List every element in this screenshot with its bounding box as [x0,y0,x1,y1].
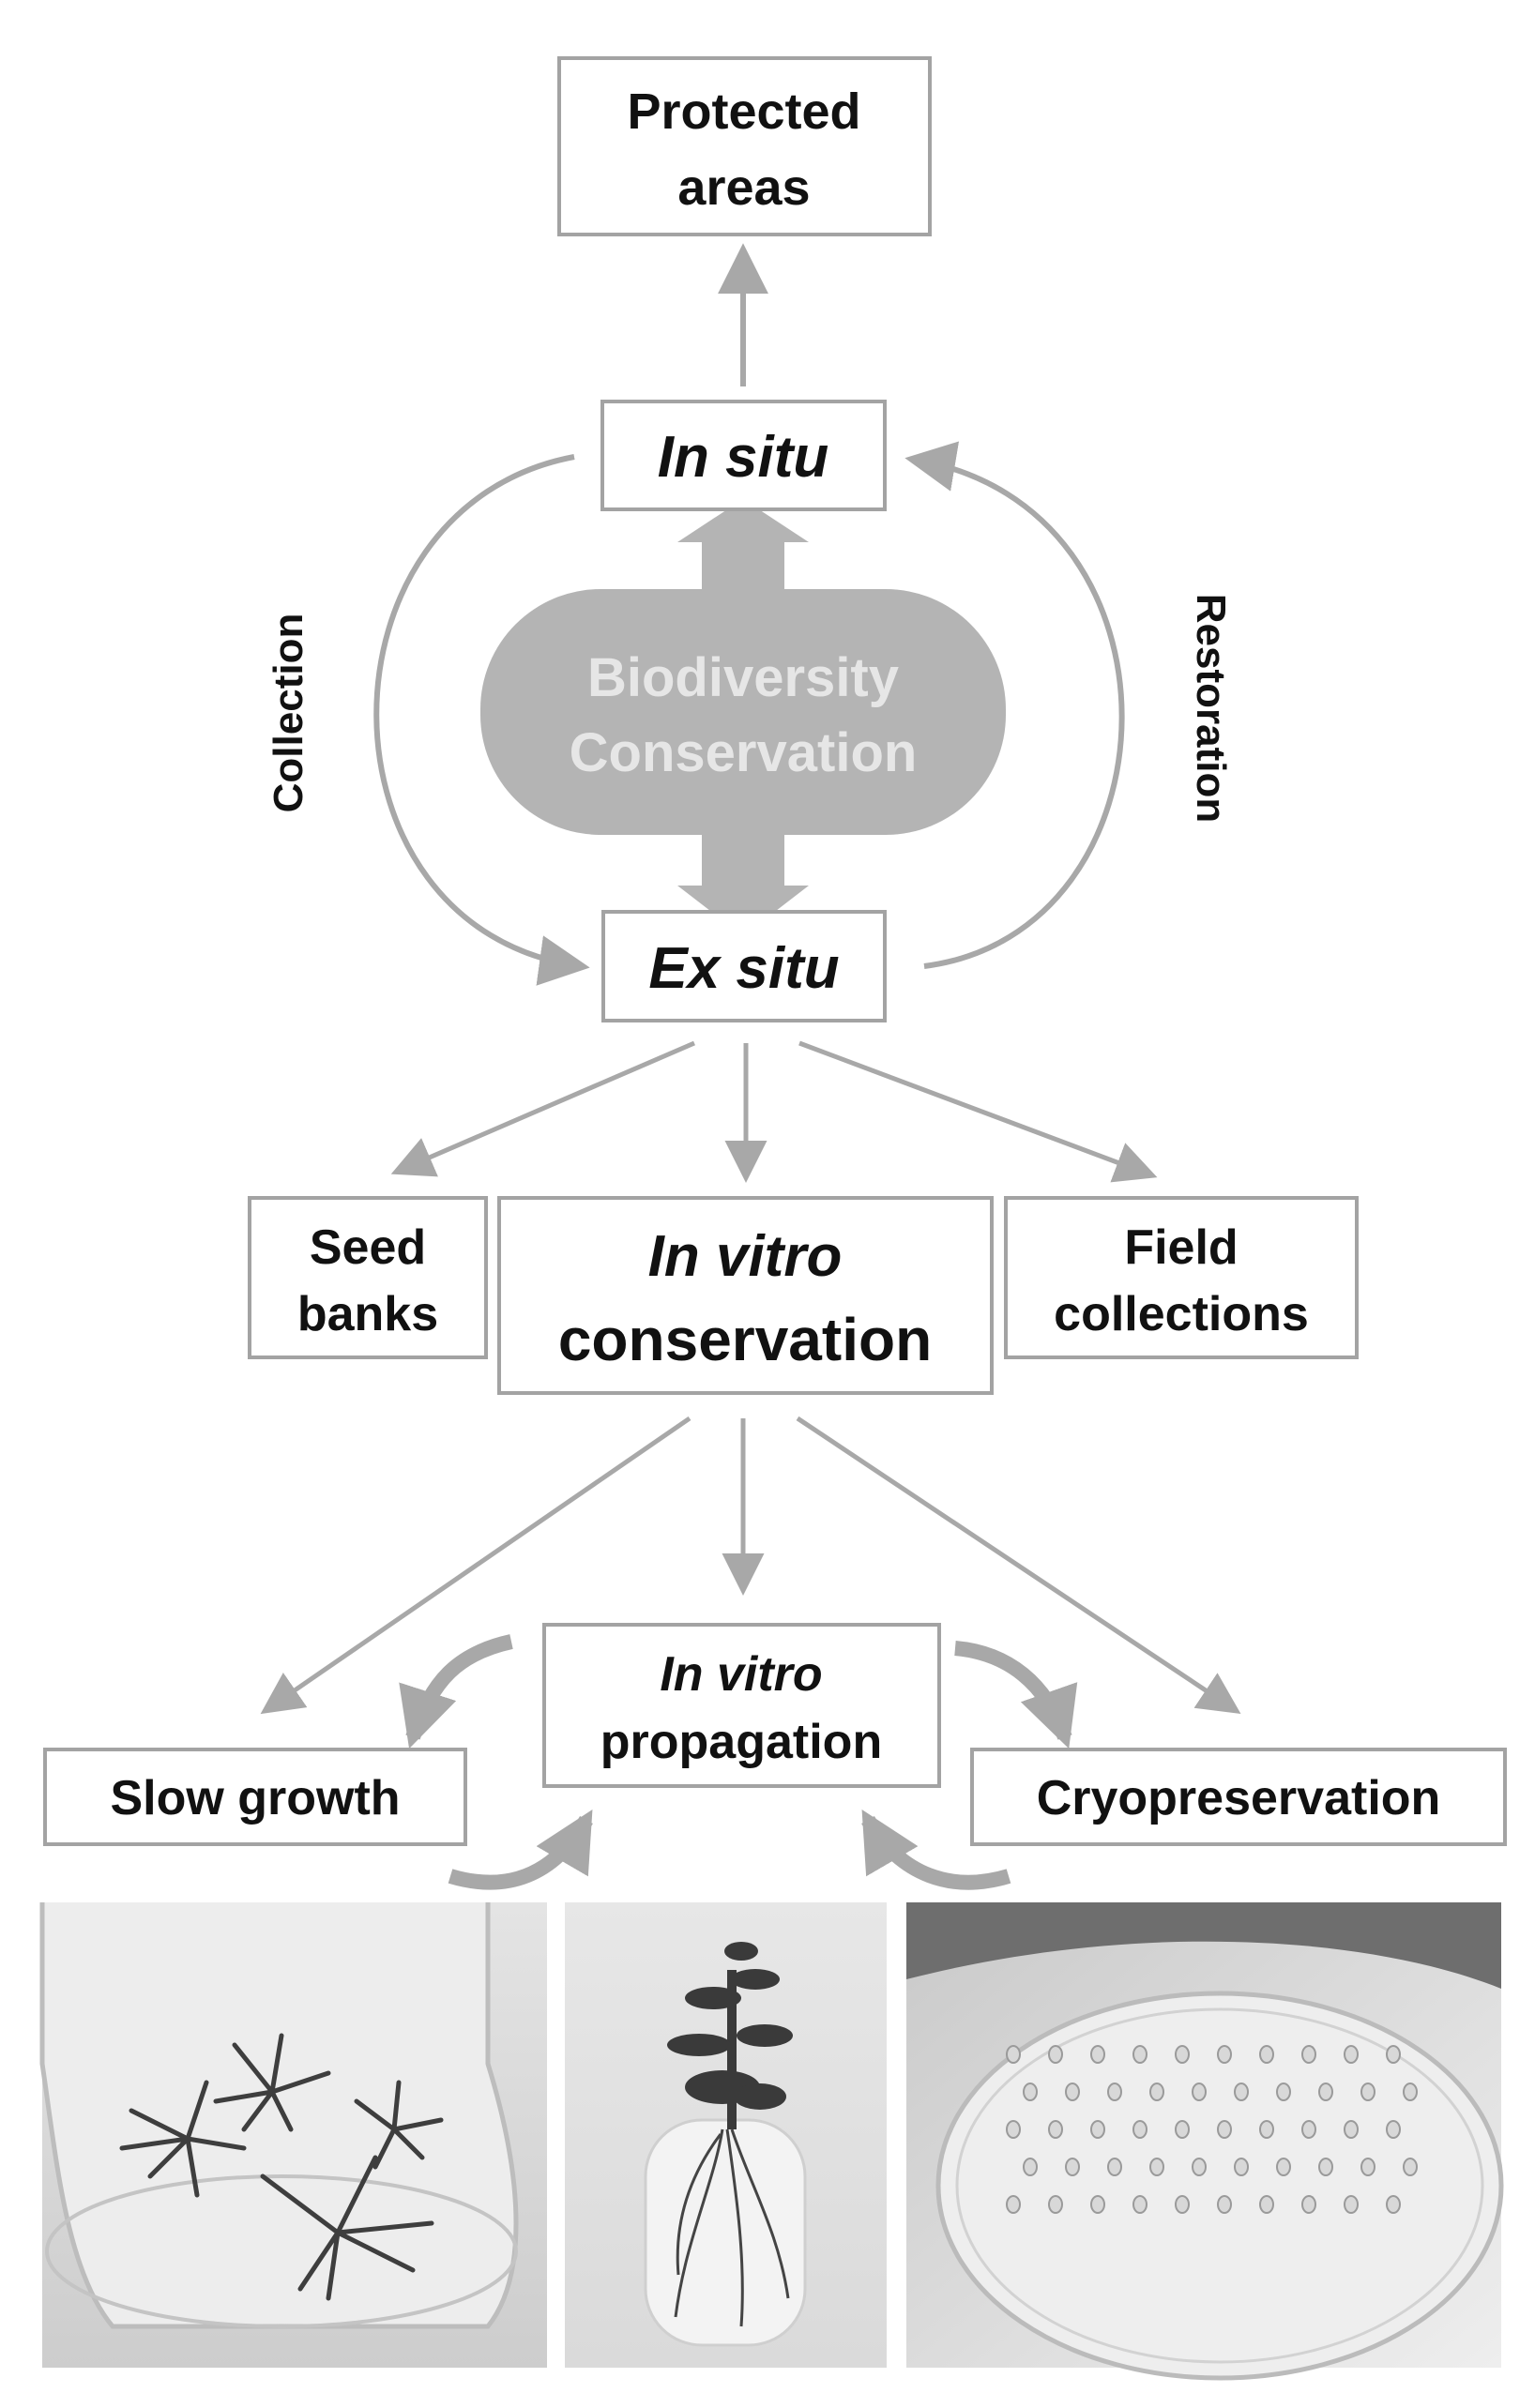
collection-label: Collection [266,613,312,813]
bead [1065,2082,1080,2101]
bead [1360,2082,1375,2101]
biodiversity-line1: Biodiversity [587,647,899,708]
bead [1276,2082,1291,2101]
arrow-cryopreservation-to-propagation [861,1809,1011,1890]
bead [1023,2082,1038,2101]
photo-slow-growth [39,1902,547,2368]
bead [1006,2120,1021,2139]
bead [1344,2120,1359,2139]
ex-situ-label: Ex situ [648,936,839,1001]
bead [1344,2045,1359,2064]
arrow-propagation-to-cryopreservation [954,1641,1078,1749]
block-arrow-up [677,499,809,589]
protected-areas-box: Protected areas [557,56,932,236]
bead [1175,2120,1190,2139]
in-vitro-propagation-line1: In vitro [660,1647,822,1702]
bead [1344,2195,1359,2214]
bead [1259,2120,1274,2139]
cryopreservation-box: Cryopreservation [970,1748,1507,1846]
bead [1107,2158,1122,2176]
seed-banks-line2: banks [297,1287,438,1341]
restoration-label: Restoration [1188,594,1234,823]
bead [1318,2082,1333,2101]
arrow-ex-situ-to-seed-banks [390,1040,695,1177]
bead [1107,2082,1122,2101]
biodiversity-line2: Conservation [570,722,918,783]
arrow-slow-growth-to-propagation [448,1809,593,1890]
bead [1090,2195,1105,2214]
cryopreservation-label: Cryopreservation [1037,1771,1441,1825]
bead [1023,2158,1038,2176]
bead [1006,2045,1021,2064]
bead [1048,2195,1063,2214]
arrow-collection [373,454,590,986]
bead [1175,2195,1190,2214]
arrow-ex-situ-to-field-collections [798,1040,1158,1183]
arrow-propagation-to-slow-growth [399,1634,513,1749]
bead [1132,2195,1147,2214]
bead [1301,2120,1316,2139]
bead [1386,2195,1401,2214]
in-situ-box: In situ [600,400,887,511]
bead [1259,2045,1274,2064]
ex-situ-box: Ex situ [601,910,887,1022]
bead [1090,2045,1105,2064]
bead [1090,2120,1105,2139]
bead [1065,2158,1080,2176]
in-situ-label: In situ [658,425,829,490]
slow-growth-box: Slow growth [43,1748,467,1846]
bead [1048,2045,1063,2064]
seed-banks-box: Seed banks [248,1196,488,1359]
seed-banks-line1: Seed [310,1220,426,1275]
photo-cryopreservation [906,1902,1504,2381]
bead [1192,2158,1207,2176]
protected-areas-line2: areas [677,159,810,216]
in-vitro-conservation-box: In vitro conservation [497,1196,994,1395]
bead [1217,2045,1232,2064]
bead [1175,2045,1190,2064]
bead [1132,2045,1147,2064]
bead [1149,2158,1164,2176]
arrow-in-vitro-to-cryopreservation [796,1416,1241,1714]
bead [1403,2158,1418,2176]
photo-in-vitro-propagation [565,1902,887,2368]
bead [1318,2158,1333,2176]
in-vitro-propagation-line2: propagation [600,1715,882,1769]
bead [1149,2082,1164,2101]
bead [1132,2120,1147,2139]
bead [1301,2195,1316,2214]
bead [1301,2045,1316,2064]
field-collections-line1: Field [1124,1220,1238,1275]
bead [1234,2082,1249,2101]
arrow-restoration [904,441,1125,969]
in-vitro-conservation-line1: In vitro [648,1224,843,1289]
bead [1360,2158,1375,2176]
arrow-in-vitro-to-slow-growth [260,1416,692,1715]
bead [1006,2195,1021,2214]
biodiversity-pill: Biodiversity Conservation [480,589,1006,835]
bead [1048,2120,1063,2139]
encapsulated-beads [1006,2045,1418,2214]
bead [1259,2195,1274,2214]
in-vitro-conservation-line2: conservation [558,1306,932,1373]
protected-areas-line1: Protected [627,83,860,140]
bead [1217,2195,1232,2214]
arrows [260,243,1241,1890]
bead [1403,2082,1418,2101]
slow-growth-label: Slow growth [110,1771,400,1825]
bead [1234,2158,1249,2176]
bead [1217,2120,1232,2139]
bead [1192,2082,1207,2101]
bead [1386,2045,1401,2064]
bead [1276,2158,1291,2176]
field-collections-box: Field collections [1004,1196,1359,1359]
in-vitro-propagation-box: In vitro propagation [542,1623,941,1788]
bead [1386,2120,1401,2139]
field-collections-line2: collections [1054,1287,1309,1341]
